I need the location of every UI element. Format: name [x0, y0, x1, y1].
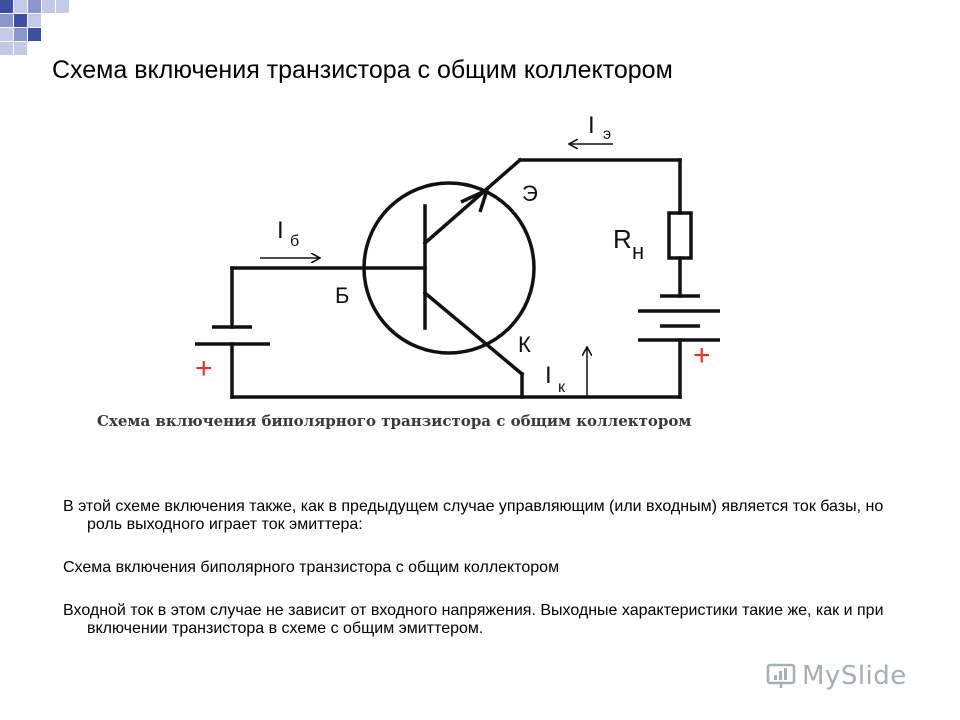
left-plus-sign: + — [195, 352, 213, 385]
corner-decoration — [0, 0, 69, 55]
body-paragraph-3: Входной ток в этом случае не зависит от … — [63, 602, 884, 637]
collector-lead — [422, 290, 525, 377]
body-paragraph-2: Схема включения биполярного транзистора … — [63, 559, 560, 576]
slide-body: В этой схеме включения также, как в пред… — [63, 498, 913, 663]
circuit-wires — [230, 157, 693, 399]
myslide-logo-icon — [766, 663, 796, 688]
load-label-r: R — [613, 224, 632, 254]
base-current-label-sub: б — [290, 233, 299, 250]
load-resistor — [667, 211, 693, 260]
slide-title: Схема включения транзистора с общим колл… — [52, 56, 673, 84]
left-battery — [195, 325, 270, 346]
emitter-current-label-sub: э — [603, 126, 611, 143]
right-battery — [638, 294, 720, 342]
base-label: Б — [335, 283, 349, 308]
circuit-diagram: I э Э R н I б Б К I к + + Схема включени… — [97, 112, 720, 430]
collector-current-label-i: I — [545, 362, 552, 389]
collector-current-label-sub: к — [558, 379, 566, 396]
emitter-current-label-i: I — [588, 112, 595, 139]
base-current-label-i: I — [277, 217, 284, 244]
emitter-lead — [422, 157, 523, 246]
emitter-label: Э — [522, 181, 538, 206]
right-plus-sign: + — [693, 339, 711, 372]
load-label-sub: н — [632, 239, 644, 264]
diagram-caption: Схема включения биполярного транзистора … — [97, 412, 691, 430]
collector-label: К — [518, 332, 531, 357]
myslide-watermark: MySlide — [766, 658, 907, 694]
body-paragraph-1: В этой схеме включения также, как в пред… — [63, 498, 884, 533]
myslide-watermark-text: MySlide — [802, 661, 907, 691]
emitter-arrow-icon — [460, 186, 490, 213]
